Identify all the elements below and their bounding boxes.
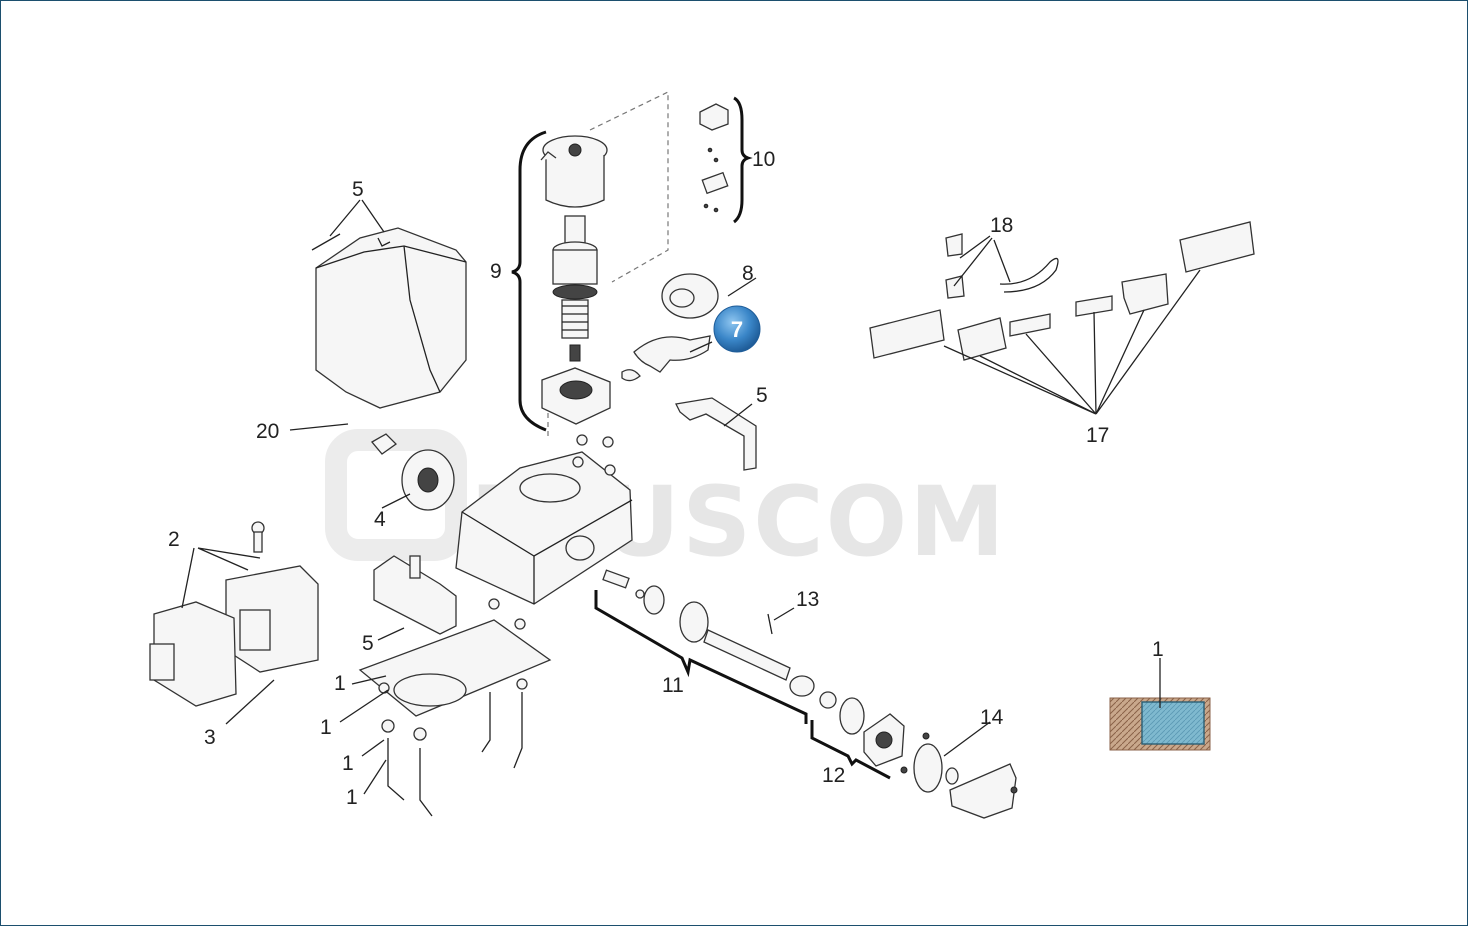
callout-1-a: 1	[334, 672, 346, 695]
callout-5-lower: 5	[362, 632, 374, 655]
pinion-gear-part	[900, 732, 1018, 819]
shaft-assembly	[602, 569, 837, 709]
callout-5-bracket: 5	[756, 384, 768, 407]
callout-2: 2	[168, 528, 180, 551]
callout-1-b: 1	[320, 716, 332, 739]
ring-part	[661, 273, 719, 319]
callout-10: 10	[752, 148, 775, 171]
foundation-plate-part	[1109, 697, 1211, 751]
coupling-part	[839, 697, 905, 767]
callout-labels: 5 20 4 2 3 5 1 1 1 1 9 10 8 5 11 13 12 1…	[168, 148, 1164, 809]
callout-1-d: 1	[346, 786, 358, 809]
callout-1-plate: 1	[1152, 638, 1164, 661]
callout-18: 18	[990, 214, 1013, 237]
highlight-marker-7[interactable]: 7	[713, 305, 761, 353]
dashed-outline	[589, 91, 669, 283]
callout-17: 17	[1086, 424, 1109, 447]
pulley-part	[371, 433, 455, 511]
group-braces	[511, 96, 891, 780]
base-plate	[358, 598, 552, 717]
bracket-part-right	[675, 397, 757, 471]
callout-20: 20	[256, 420, 279, 443]
callout-13: 13	[796, 588, 819, 611]
callout-12: 12	[822, 764, 845, 787]
control-board	[149, 521, 319, 707]
limit-switch-parts	[869, 221, 1255, 361]
callout-14: 14	[980, 706, 1004, 729]
callout-3: 3	[204, 726, 216, 749]
anchor-rods	[381, 692, 523, 817]
lower-cover-part	[373, 555, 457, 635]
callout-9: 9	[490, 260, 502, 283]
motor-assembly	[540, 135, 611, 425]
callout-11: 11	[662, 674, 684, 697]
callout-8: 8	[742, 262, 754, 285]
cover-part	[311, 227, 467, 409]
release-bracket-part	[621, 335, 711, 382]
pin-part	[767, 613, 773, 635]
gearbox-housing	[455, 434, 633, 605]
leader-lines	[181, 199, 1201, 795]
highlight-marker-label: 7	[731, 317, 743, 342]
callout-1-c: 1	[342, 752, 354, 775]
callout-4: 4	[374, 508, 386, 531]
sensor-parts	[699, 103, 729, 213]
callout-5-cover: 5	[352, 178, 364, 201]
